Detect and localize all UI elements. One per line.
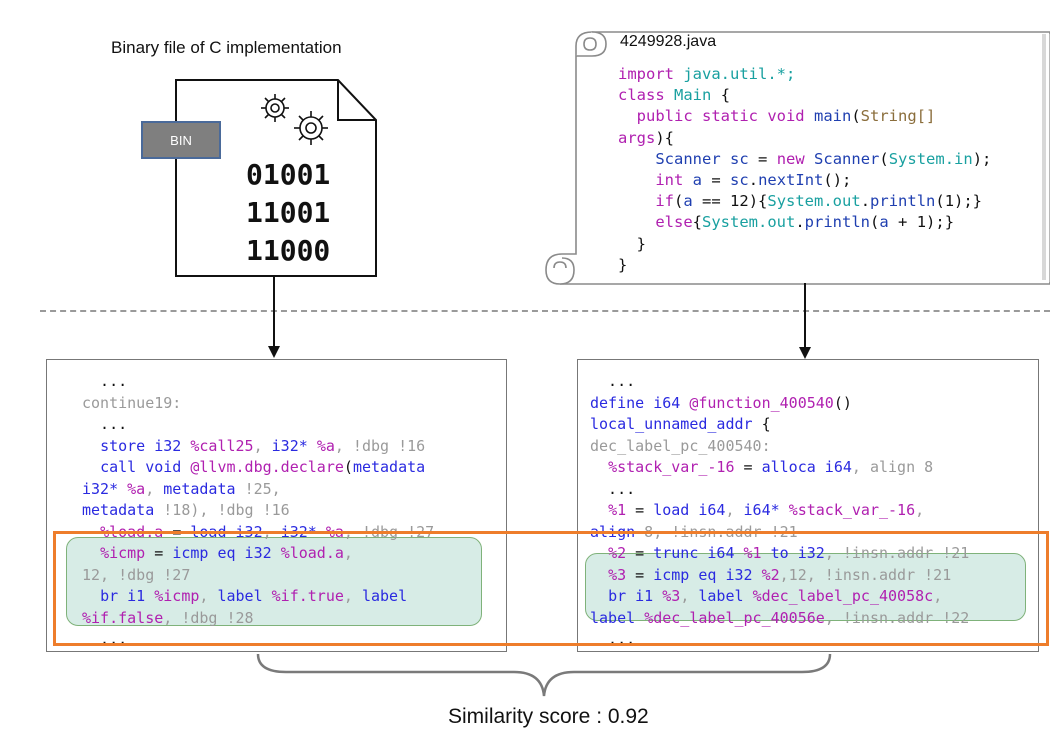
ir-line: ...	[82, 415, 128, 433]
ir-line: %if.false, !dbg !28	[82, 608, 254, 627]
ir-line: ...	[590, 479, 636, 498]
dashed-separator	[40, 310, 1050, 312]
ir-line: label %dec_label_pc_40056e, !insn.addr !…	[590, 608, 970, 627]
java-code: import java.util.*; class Main { public …	[618, 64, 991, 276]
right-highlight	[585, 553, 1026, 621]
java-line: }	[636, 234, 647, 253]
binary-line: 11001	[246, 196, 331, 229]
bin-badge-label: BIN	[170, 132, 192, 148]
left-highlight	[66, 537, 482, 626]
ir-line: br i1 %icmp, label %if.true, label	[100, 587, 408, 605]
ir-line: call void @llvm.dbg.declare(metadata	[100, 458, 426, 476]
ir-line: %icmp = icmp eq i32 %load.a,	[100, 544, 353, 562]
java-line: int a = sc.nextInt();	[655, 171, 852, 190]
java-line: else{System.out.println(a + 1);}	[655, 213, 955, 232]
binary-digits: 01001 11001 11000	[246, 156, 330, 270]
bin-badge: BIN	[141, 121, 221, 159]
left-ir-code: ... continue19: ... store i32 %call25, i…	[82, 371, 434, 651]
ir-line: local_unnamed_addr {	[590, 415, 771, 433]
matched-region-frame	[53, 531, 1049, 646]
right-ir-code: ... define i64 @function_400540() local_…	[590, 371, 969, 651]
arrow-left	[268, 276, 280, 358]
java-line: import java.util.*;	[618, 65, 796, 83]
similarity-score: Similarity score : 0.92	[448, 705, 649, 728]
ir-line: %stack_var_-16 = alloca i64, align 8	[608, 458, 934, 476]
java-line: args){	[618, 128, 674, 147]
binary-line: 01001	[246, 158, 331, 191]
java-scroll	[545, 31, 1050, 285]
ir-line: %3 = icmp eq i32 %2,12, !insn.addr !21	[608, 565, 952, 584]
java-line: public static void main(String[]	[636, 107, 936, 126]
curly-brace	[256, 653, 832, 697]
arrow-right	[799, 283, 811, 359]
ir-line: continue19:	[82, 393, 182, 412]
ir-line: ...	[82, 372, 128, 390]
ir-line: define i64 @function_400540()	[590, 393, 852, 412]
binary-line: 11000	[246, 234, 331, 267]
ir-line: %2 = trunc i64 %1 to i32, !insn.addr !21	[608, 544, 970, 562]
ir-line: br i1 %3, label %dec_label_pc_40058c,	[608, 587, 943, 605]
ir-line: %1 = load i64, i64* %stack_var_-16,	[608, 501, 925, 519]
java-line: if(a == 12){System.out.println(1);}	[655, 192, 983, 211]
ir-line: 12, !dbg !27	[82, 565, 191, 584]
ir-line: store i32 %call25, i32* %a, !dbg !16	[100, 436, 426, 455]
java-line: Scanner sc = new Scanner(System.in);	[655, 149, 992, 168]
java-line: class Main {	[618, 86, 731, 105]
gears-icon	[261, 94, 328, 145]
ir-line: metadata !18), !dbg !16	[82, 501, 290, 519]
java-filename: 4249928.java	[620, 33, 717, 50]
ir-line: i32* %a, metadata !25,	[82, 479, 281, 498]
java-line: }	[618, 255, 628, 274]
binary-file-caption: Binary file of C implementation	[111, 38, 342, 57]
binary-file-icon	[175, 79, 377, 277]
ir-line: ...	[590, 372, 636, 390]
ir-line: dec_label_pc_400540:	[590, 436, 771, 455]
